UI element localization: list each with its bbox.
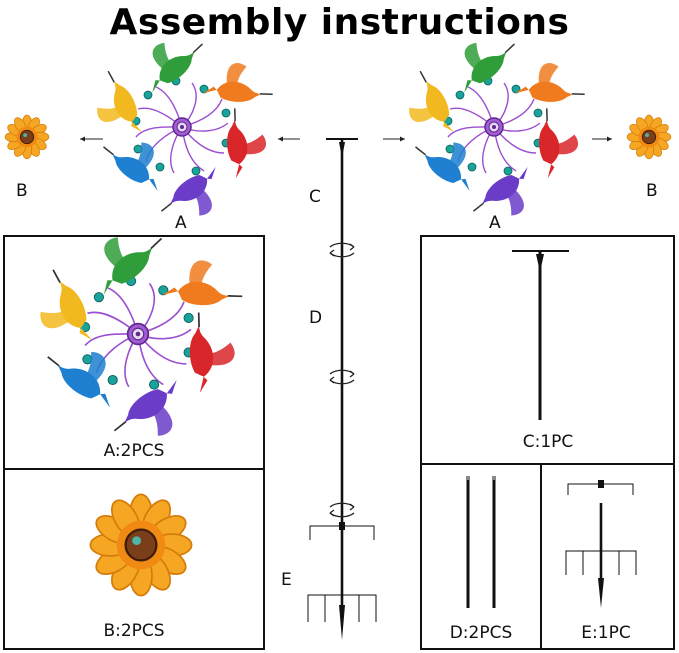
part-a-label: A:2PCS (104, 441, 165, 461)
stake-assembly (307, 138, 377, 640)
part-a-image (33, 220, 250, 450)
arrow-to-pinwheel-left (278, 136, 300, 142)
page-title: Assembly instructions (109, 2, 570, 43)
parts-box-right (420, 235, 675, 650)
parts-box-left (3, 235, 265, 650)
arrow-to-flower-left (80, 136, 103, 142)
part-c-label: C:1PC (523, 432, 574, 452)
arrow-to-flower-right (592, 136, 612, 142)
part-e-label: E:1PC (581, 623, 630, 643)
label-c: C (309, 187, 321, 207)
part-b-label: B:2PCS (103, 621, 164, 641)
part-d-label: D:2PCS (450, 623, 513, 643)
part-e-image (565, 480, 637, 608)
flower-right-top (626, 114, 672, 160)
part-c-image (512, 250, 569, 420)
flower-left-top (4, 114, 50, 160)
pinwheel-right-top (402, 28, 590, 228)
label-a-right: A (489, 213, 501, 233)
label-d: D (309, 308, 322, 328)
arrow-to-pinwheel-right (383, 136, 405, 142)
label-b-right: B (646, 181, 658, 201)
part-b-image (89, 493, 193, 597)
label-a-left: A (175, 213, 187, 233)
part-d-image (466, 476, 496, 608)
pinwheel-left-top (90, 28, 278, 228)
label-b-left: B (16, 181, 28, 201)
label-e: E (281, 570, 292, 590)
